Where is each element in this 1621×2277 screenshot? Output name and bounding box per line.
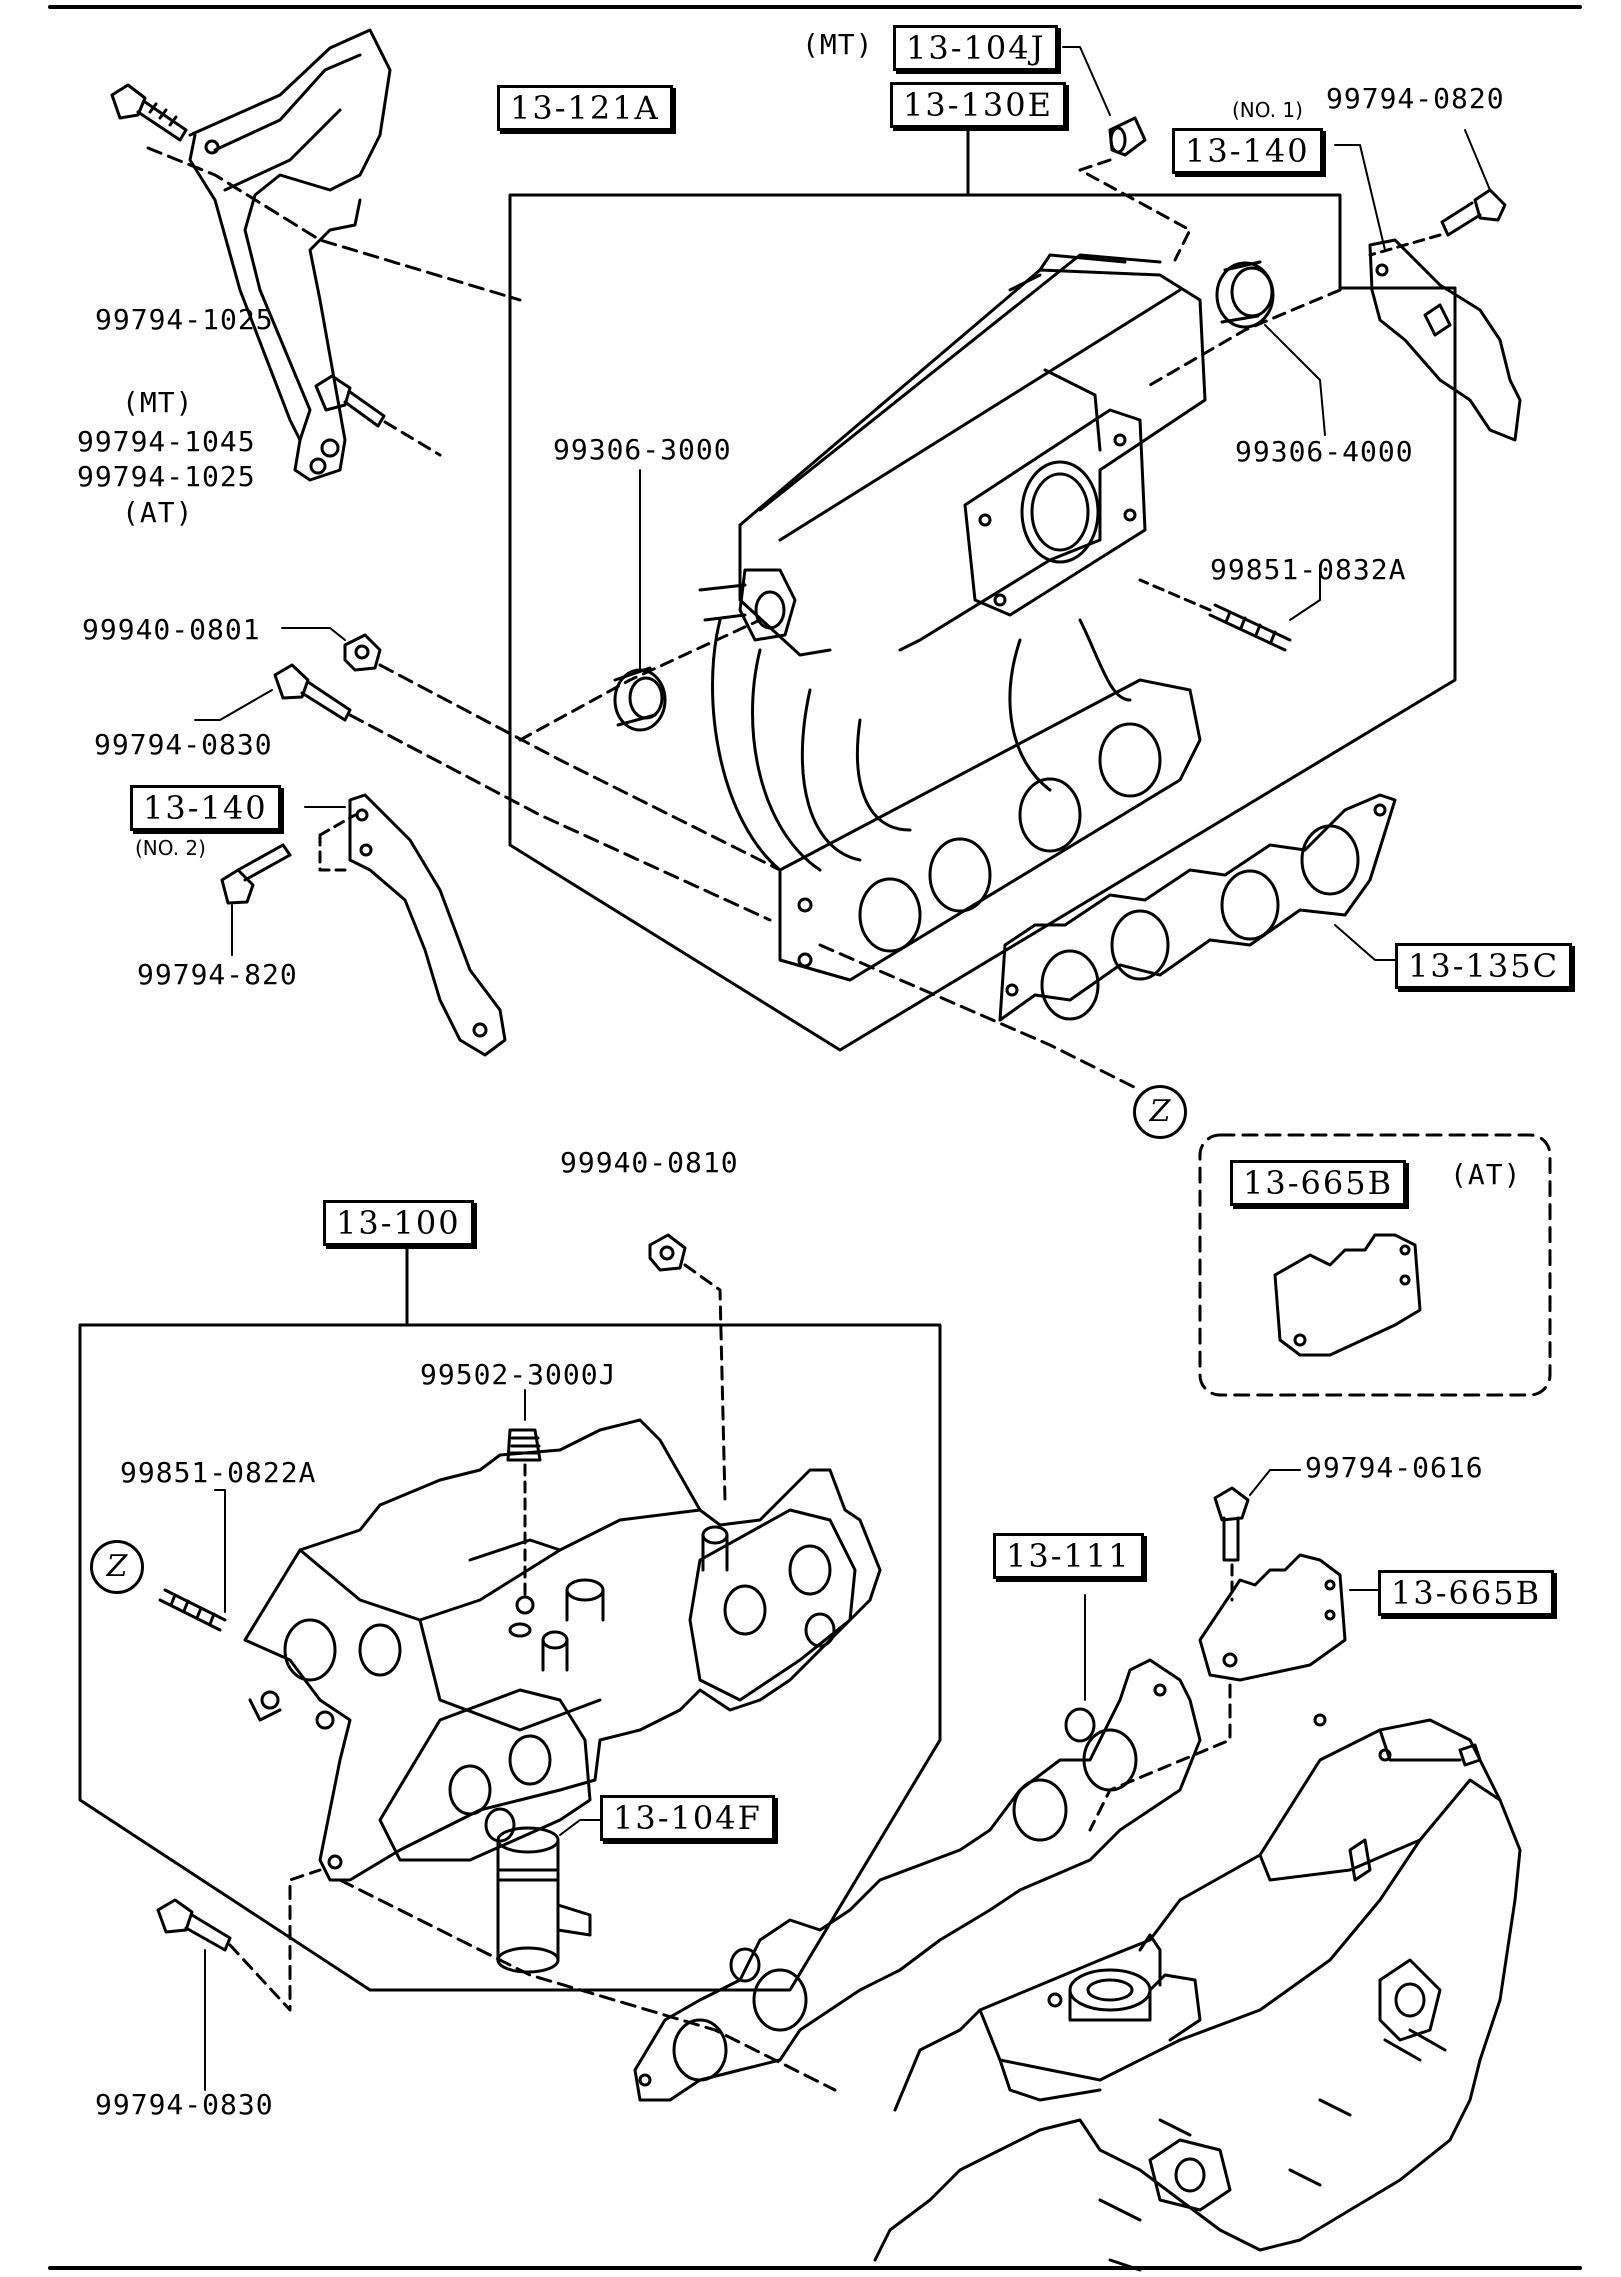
seal-99306-3000-drawing — [613, 666, 667, 732]
bracket-13-121a-drawing — [188, 28, 392, 482]
upper-manifold-drawing — [698, 253, 1207, 982]
part-99502-3000j-label[interactable]: 99502-3000J — [420, 1358, 617, 1391]
cap-13-104j-drawing — [1108, 116, 1147, 157]
part-99940-0810-label[interactable]: 99940-0810 — [560, 1146, 739, 1179]
at-note-box: (AT) — [1450, 1158, 1522, 1191]
part-13-140-no1-label[interactable]: 13-140 — [1172, 128, 1323, 174]
upper-assembly-outline — [508, 118, 1457, 1052]
bracket-13-665b-at-drawing — [1273, 1233, 1422, 1357]
part-13-130e-label[interactable]: 13-130E — [890, 82, 1066, 128]
bolt-99794-0820-drawing — [1440, 188, 1507, 237]
bolt-99794-1045-drawing — [314, 374, 386, 428]
gasket-13-111-drawing — [633, 1658, 1202, 2102]
gasket-13-135c-drawing — [998, 793, 1397, 1022]
lower-assembly-outline — [78, 1240, 942, 1992]
part-99794-0820-label[interactable]: 99794-0820 — [1326, 82, 1505, 115]
reference-z-upper: Z — [1133, 1085, 1187, 1139]
part-13-104j-label[interactable]: 13-104J — [893, 25, 1059, 71]
part-99794-1025-at-label[interactable]: 99794-1025 — [77, 460, 256, 493]
valve-13-104f-drawing — [496, 1826, 592, 1974]
part-99794-820-label[interactable]: 99794-820 — [137, 958, 298, 991]
bolt-99794-0830-a-drawing — [273, 663, 352, 722]
part-13-104f-label[interactable]: 13-104F — [600, 1795, 775, 1841]
bolt-99794-0616-drawing — [1213, 1486, 1250, 1562]
part-99940-0801-label[interactable]: 99940-0801 — [82, 613, 261, 646]
part-99794-1045-label[interactable]: 99794-1045 — [77, 425, 256, 458]
part-99306-3000-label[interactable]: 99306-3000 — [553, 433, 732, 466]
stud-99851-0832a-drawing — [1208, 603, 1292, 652]
part-13-111-label[interactable]: 13-111 — [993, 1533, 1144, 1579]
part-99794-1025-top-label[interactable]: 99794-1025 — [95, 303, 274, 336]
part-99794-0830-upper-label[interactable]: 99794-0830 — [94, 728, 273, 761]
part-13-100-label[interactable]: 13-100 — [323, 1200, 474, 1246]
part-99306-4000-label[interactable]: 99306-4000 — [1235, 435, 1414, 468]
part-99851-0832a-label[interactable]: 99851-0832A — [1210, 553, 1407, 586]
part-99851-0822a-label[interactable]: 99851-0822A — [120, 1456, 317, 1489]
bolt-99794-1025-drawing — [110, 83, 188, 142]
part-13-665b-at-label[interactable]: 13-665B — [1230, 1160, 1407, 1206]
at-note-left: (AT) — [122, 496, 194, 529]
part-13-135c-label[interactable]: 13-135C — [1395, 943, 1573, 989]
bolt-99794-820-drawing — [220, 843, 292, 905]
lower-manifold-drawing — [243, 1418, 882, 1882]
bracket-13-140-no2-drawing — [348, 793, 507, 1057]
nut-99940-0810-drawing — [648, 1233, 687, 1272]
part-99794-0616-label[interactable]: 99794-0616 — [1305, 1451, 1484, 1484]
mt-note-top: (MT) — [802, 28, 874, 61]
nut-99940-0801-drawing — [343, 633, 382, 672]
no1-note: (NO. 1) — [1232, 98, 1303, 122]
no2-note: (NO. 2) — [135, 836, 206, 860]
part-13-140-no2-label[interactable]: 13-140 — [130, 785, 281, 831]
part-99794-0830-lower-label[interactable]: 99794-0830 — [95, 2088, 274, 2121]
mt-note-left: (MT) — [122, 386, 194, 419]
plug-99502-3000j-drawing — [506, 1428, 542, 1462]
part-13-665b-label[interactable]: 13-665B — [1378, 1570, 1555, 1616]
bracket-13-665b-drawing — [1198, 1553, 1347, 1682]
stud-99851-0822a-drawing — [158, 1588, 227, 1632]
part-13-121a-label[interactable]: 13-121A — [497, 85, 673, 131]
bracket-13-140-no1-drawing — [1368, 238, 1522, 442]
at-option-outline — [1198, 1133, 1552, 1397]
cylinder-head-drawing — [873, 1713, 1522, 2272]
reference-z-lower: Z — [90, 1540, 144, 1594]
bolt-99794-0830-b-drawing — [156, 1898, 232, 1952]
seal-99306-4000-drawing — [1215, 260, 1275, 329]
